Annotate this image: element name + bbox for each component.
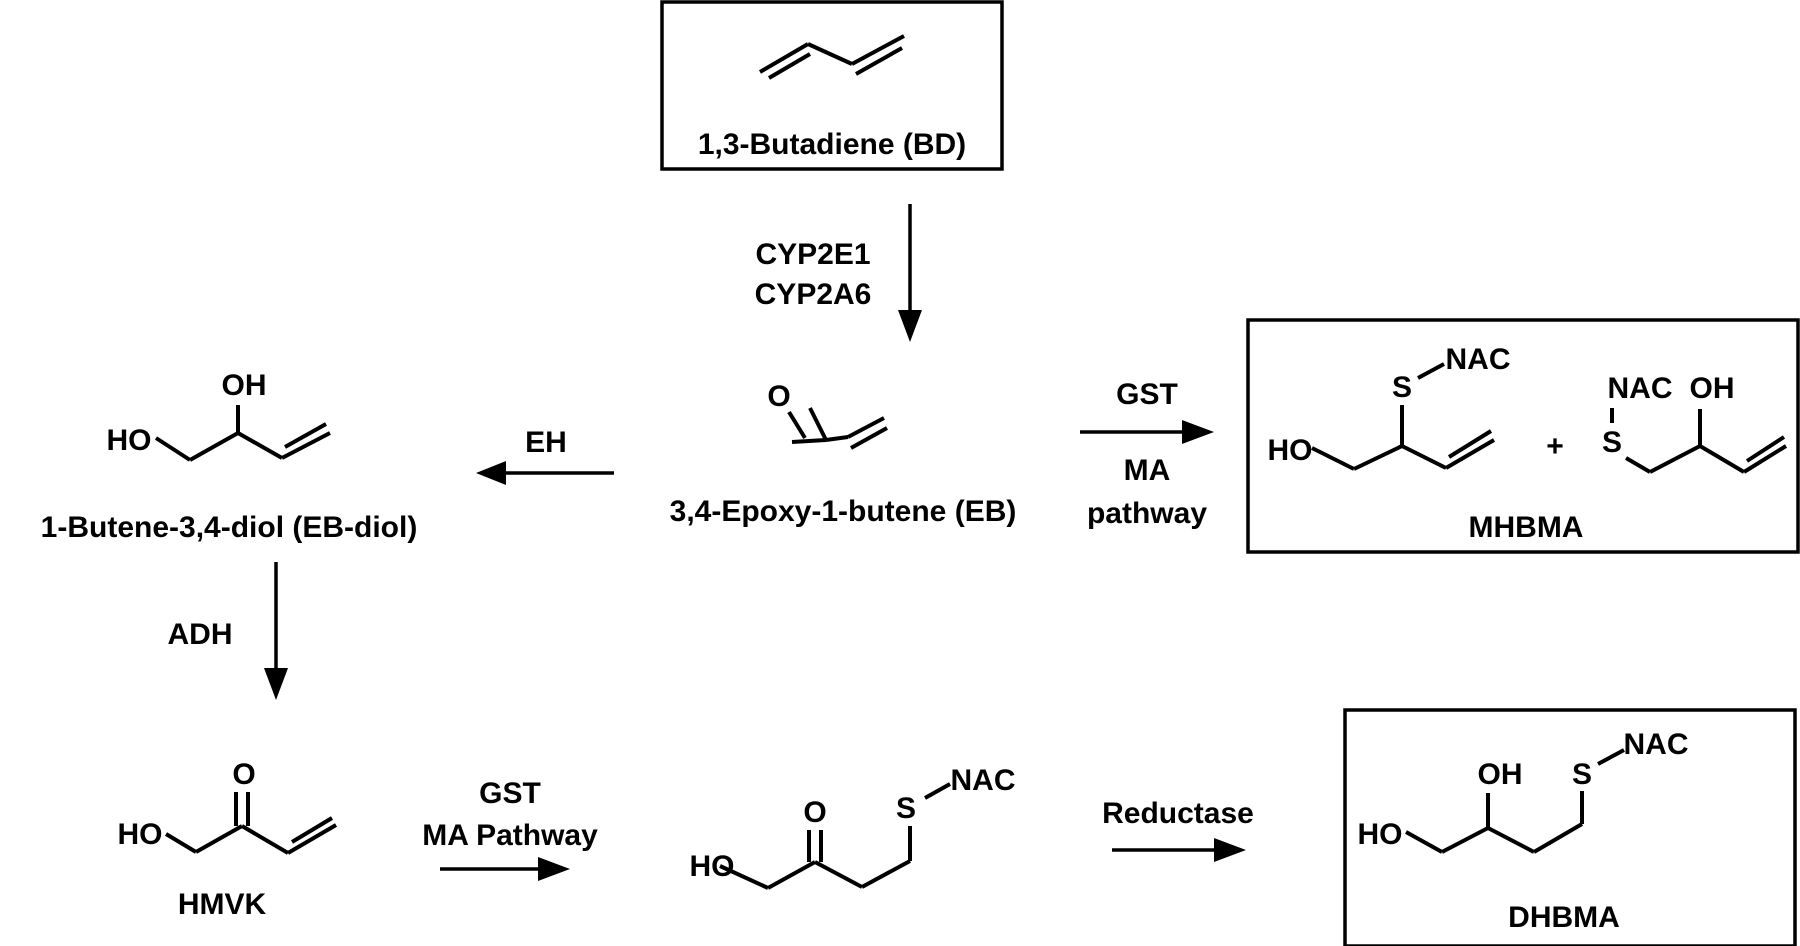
mhbma-isomer-1-structure (1311, 362, 1496, 471)
hmvk-ho: HO (118, 818, 163, 851)
arrow-eb-to-mhbma (1080, 420, 1214, 444)
mhbma2-nac: NAC (1608, 372, 1673, 405)
dhbma-structure (1405, 748, 1625, 854)
hmvk-label: HMVK (178, 888, 267, 921)
hmvk-o: O (232, 758, 255, 791)
dhbma-s: S (1572, 758, 1592, 791)
plus-sign: + (1546, 430, 1564, 463)
ebdiol-structure (154, 405, 331, 462)
ketone-intermediate-structure (719, 782, 951, 890)
arrow-hmvk-to-ketone (440, 857, 570, 881)
pathway-top-label: pathway (1087, 497, 1207, 530)
cyp2e1-label: CYP2E1 (755, 238, 870, 271)
bd-label: 1,3-Butadiene (BD) (698, 128, 966, 161)
mhbma1-nac: NAC (1446, 343, 1511, 376)
mhbma-label: MHBMA (1469, 511, 1584, 544)
ma-pathway-bottom-label: MA Pathway (422, 819, 598, 852)
gst-bottom-label: GST (479, 777, 541, 810)
arrow-bd-to-eb (898, 204, 922, 342)
epoxybutene-structure (787, 407, 888, 450)
ketone-o: O (803, 796, 826, 829)
cyp2a6-label: CYP2A6 (755, 278, 872, 311)
arrow-eb-to-ebdiol (476, 461, 614, 485)
dhbma-label: DHBMA (1508, 901, 1620, 934)
butadiene-structure (758, 34, 905, 80)
arrow-ebdiol-to-hmvk (264, 562, 288, 700)
mhbma2-oh: OH (1690, 372, 1735, 405)
gst-top-label: GST (1116, 378, 1178, 411)
dhbma-box (1343, 708, 1797, 946)
adh-label: ADH (168, 618, 233, 651)
ebdiol-ho: HO (107, 424, 152, 457)
mhbma-box (1246, 318, 1800, 554)
ketone-s: S (896, 792, 916, 825)
eb-label: 3,4-Epoxy-1-butene (EB) (670, 495, 1017, 528)
arrow-ketone-to-dhbma (1112, 838, 1246, 862)
ketone-nac: NAC (951, 764, 1016, 797)
hmvk-structure (164, 792, 338, 855)
ebdiol-oh: OH (222, 369, 267, 402)
dhbma-ho: HO (1358, 818, 1403, 851)
ma-top-label: MA (1124, 454, 1171, 487)
mhbma1-ho: HO (1268, 434, 1313, 467)
ebdiol-label: 1-Butene-3,4-diol (EB-diol) (41, 511, 418, 544)
reductase-label: Reductase (1102, 797, 1254, 830)
bd-box (660, 0, 1004, 171)
epoxide-oxygen: O (767, 380, 790, 413)
ketone-ho: HO (690, 850, 735, 883)
mhbma-isomer-2-structure (1610, 408, 1788, 474)
mhbma2-s: S (1602, 426, 1622, 459)
dhbma-nac: NAC (1624, 728, 1689, 761)
eh-label: EH (525, 426, 567, 459)
dhbma-oh: OH (1478, 758, 1523, 791)
mhbma1-s: S (1392, 371, 1412, 404)
